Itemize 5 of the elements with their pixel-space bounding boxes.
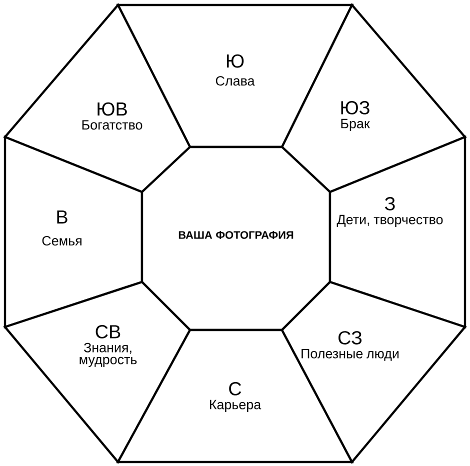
node-label: С — [229, 382, 242, 396]
node-label: З — [384, 197, 395, 210]
center-octagon: ВАША ФОТОГРАФИЯ — [140, 146, 332, 332]
node-label: Дети, творчество — [336, 214, 443, 227]
node-label: Карьера — [210, 400, 262, 412]
